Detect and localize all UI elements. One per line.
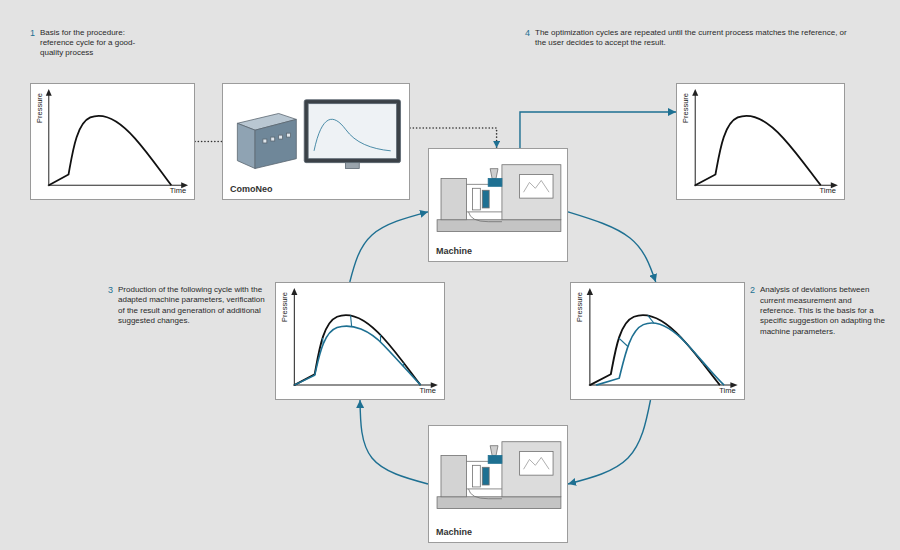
pressure-chart-box: PressureTime <box>275 282 445 400</box>
deviation-mark <box>619 338 628 346</box>
pressure-chart <box>276 283 444 399</box>
step-note: Analysis of deviations between current m… <box>760 285 888 337</box>
reference-curve <box>294 315 420 385</box>
current-curve <box>294 326 420 385</box>
step-number: 3 <box>108 285 118 297</box>
node-label: ComoNeo <box>230 184 273 195</box>
node-label: Machine <box>436 527 472 538</box>
chart-axes <box>587 288 738 388</box>
step-number: 4 <box>525 28 535 40</box>
flow-arrow <box>568 400 651 484</box>
machine-illustration <box>429 149 567 261</box>
machine-illustration <box>429 426 567 542</box>
chart-axes <box>291 288 438 388</box>
flow-arrow <box>360 400 428 484</box>
axis-label: Pressure <box>35 93 44 123</box>
chart-axes <box>46 89 188 188</box>
axis-label: Time <box>420 386 436 395</box>
deviation-mark <box>679 335 684 340</box>
axis-label: Time <box>170 186 186 195</box>
deviation-mark <box>380 335 381 342</box>
machine-box: Machine <box>428 425 568 543</box>
pressure-chart-box: PressureTime <box>30 83 195 200</box>
current-curve <box>596 323 724 385</box>
deviation-mark <box>702 363 706 366</box>
step-number: 1 <box>30 28 40 40</box>
pressure-chart-box: PressureTime <box>570 282 745 400</box>
pressure-chart <box>677 84 844 199</box>
flow-arrow <box>568 212 656 282</box>
node-label: Machine <box>436 246 472 257</box>
comoneo-illustration <box>223 84 409 199</box>
pressure-chart-box: PressureTime <box>676 83 845 200</box>
dotted-link <box>410 128 497 148</box>
chart-axes <box>692 89 838 188</box>
axis-label: Pressure <box>575 292 584 322</box>
reference-curve <box>590 315 720 385</box>
axis-label: Time <box>820 186 836 195</box>
step-note: The optimization cycles are repeated unt… <box>535 28 847 49</box>
step-number: 2 <box>750 285 760 297</box>
reference-curve <box>695 116 821 186</box>
axis-label: Pressure <box>681 93 690 123</box>
device-box: ComoNeo <box>222 83 410 200</box>
pressure-chart <box>571 283 744 399</box>
dotted-link <box>195 141 222 143</box>
machine-box: Machine <box>428 148 568 262</box>
step-note: Basis for the procedure: reference cycle… <box>40 28 145 59</box>
deviation-mark <box>322 338 324 344</box>
axis-label: Time <box>719 386 735 395</box>
axis-label: Pressure <box>280 292 289 322</box>
step-note: Production of the following cycle with t… <box>118 285 270 327</box>
deviation-mark <box>403 363 405 366</box>
reference-curve <box>49 116 171 186</box>
flow-arrow <box>520 112 676 148</box>
deviation-mark <box>648 315 654 323</box>
deviation-mark <box>351 315 352 326</box>
pressure-chart <box>31 84 194 199</box>
flow-arrow <box>350 212 428 282</box>
